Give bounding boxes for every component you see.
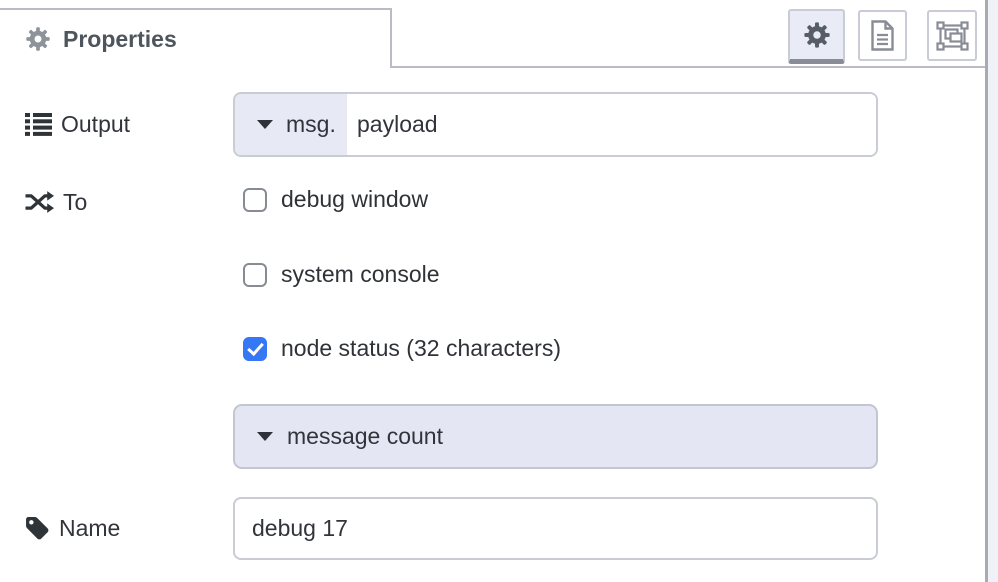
checkbox-box[interactable] [243,262,267,287]
property-type-button[interactable]: msg. [235,94,347,155]
property-type-label: msg. [286,111,336,137]
to-label-text: To [63,188,88,215]
checkbox-label: debug window [281,186,429,212]
tag-icon [25,516,50,541]
checkbox-label: system console [281,261,440,287]
list-icon [25,112,52,137]
output-typed-input: msg. [233,92,878,157]
tab-properties-label: Properties [63,25,177,52]
header-divider [392,66,985,68]
tab-button-description[interactable] [858,10,907,61]
checkbox-box[interactable] [243,187,267,212]
checkbox-system-console[interactable]: system console [243,261,440,288]
name-input[interactable] [233,497,878,560]
node-status-source-dropdown[interactable]: message count [233,404,878,469]
shuffle-icon [25,190,54,214]
node-status-source-value: message count [287,423,443,449]
checkbox-box[interactable] [243,336,267,361]
name-field-label: Name [25,507,120,549]
gear-icon [803,21,831,49]
tab-properties[interactable]: Properties [0,8,392,68]
document-icon [869,20,896,51]
caret-down-icon [257,120,273,129]
appearance-icon [935,20,969,51]
gear-icon [25,26,51,52]
checkbox-debug-window[interactable]: debug window [243,186,428,213]
output-label-text: Output [61,110,131,137]
to-field-label: To [25,181,87,223]
output-field-label: Output [25,103,130,145]
output-property-input[interactable] [347,94,876,155]
tab-button-appearance[interactable] [927,10,977,61]
caret-down-icon [257,432,273,441]
workspace-canvas-strip [985,0,998,582]
checkbox-node-status[interactable]: node status (32 characters) [243,335,561,362]
name-label-text: Name [59,514,121,541]
tab-button-properties[interactable] [788,9,845,64]
checkbox-label: node status (32 characters) [281,335,561,361]
